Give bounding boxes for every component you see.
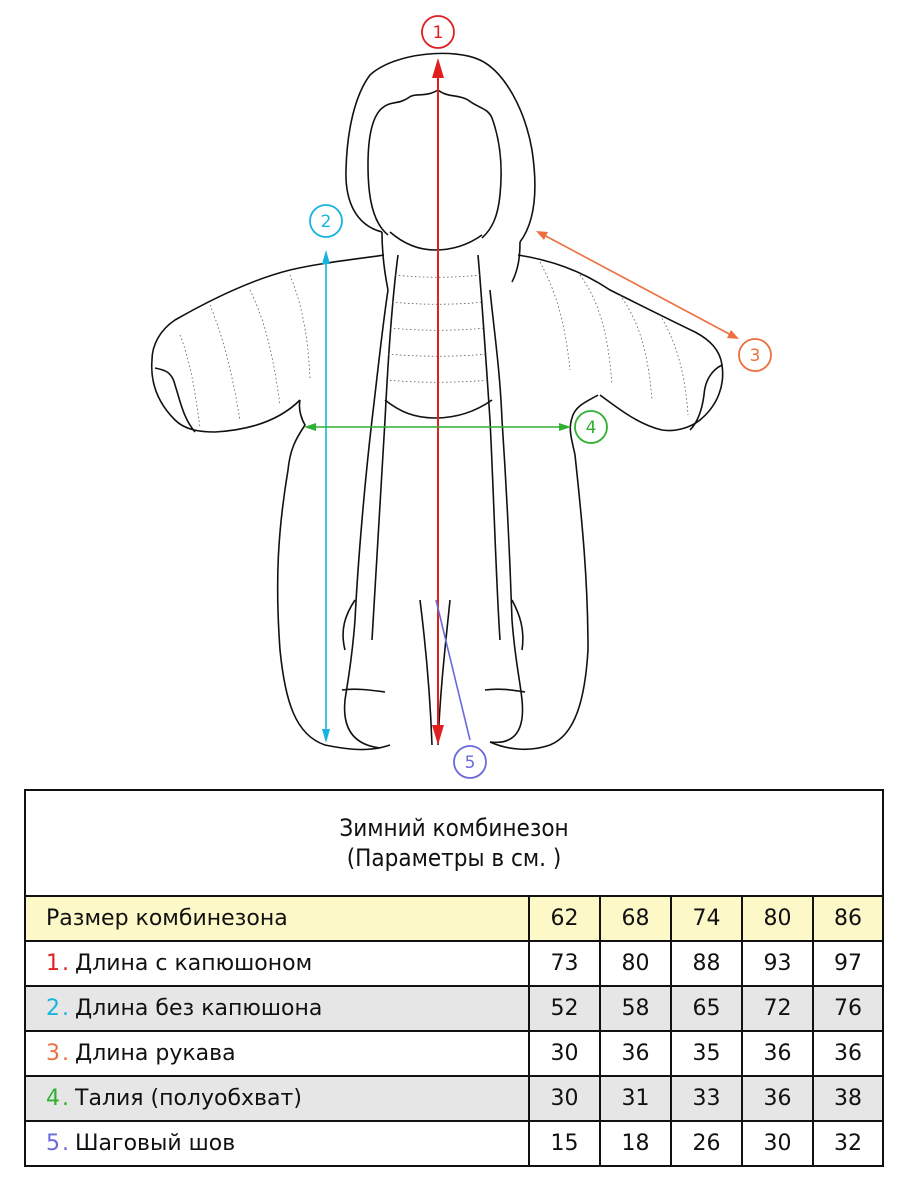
measurement-value: 26 xyxy=(670,1120,743,1167)
measurement-value: 80 xyxy=(599,940,672,987)
measurement-dot: . xyxy=(62,951,69,976)
size-header-label: Размер комбинезона xyxy=(24,895,530,942)
measurement-value: 33 xyxy=(670,1075,743,1122)
table-title: Зимний комбинезон (Параметры в см. ) xyxy=(23,789,885,897)
measurement-value: 35 xyxy=(670,1030,743,1077)
measurement-value: 52 xyxy=(528,985,601,1032)
measurement-number: 2 xyxy=(46,996,60,1021)
measurement-value: 93 xyxy=(741,940,814,987)
measure-line-2 xyxy=(322,250,330,743)
callout-1: 1 xyxy=(421,15,455,49)
measurement-label: 2.Длина без капюшона xyxy=(24,985,530,1032)
size-header-cell: 62 xyxy=(528,895,601,942)
measurement-value: 32 xyxy=(811,1120,885,1167)
measurement-name: Длина рукава xyxy=(75,1041,236,1066)
measurement-value: 65 xyxy=(670,985,743,1032)
measurement-value: 36 xyxy=(741,1075,814,1122)
measurement-value: 30 xyxy=(528,1030,601,1077)
size-header-cell: 74 xyxy=(670,895,743,942)
measurement-value: 30 xyxy=(741,1120,814,1167)
measurement-value: 38 xyxy=(811,1075,885,1122)
measurement-value: 72 xyxy=(741,985,814,1032)
measurement-number: 4 xyxy=(46,1086,60,1111)
callout-number: 1 xyxy=(433,23,444,43)
measurement-value: 15 xyxy=(528,1120,601,1167)
callout-circle xyxy=(574,410,608,444)
measurement-label: 5.Шаговый шов xyxy=(24,1120,530,1167)
measurement-label: 1.Длина с капюшоном xyxy=(24,940,530,987)
measurement-value: 30 xyxy=(528,1075,601,1122)
measurement-dot: . xyxy=(62,1131,69,1156)
measurement-value: 18 xyxy=(599,1120,672,1167)
garment-diagram: 1 2 3 4 5 xyxy=(150,15,772,779)
measurement-name: Шаговый шов xyxy=(75,1131,236,1156)
snowsuit-outline xyxy=(150,52,724,751)
measure-line-4 xyxy=(304,423,571,431)
measure-line-1 xyxy=(432,58,444,745)
measure-line-5 xyxy=(435,599,471,741)
size-header-cell: 86 xyxy=(811,895,885,942)
measurement-value: 36 xyxy=(811,1030,885,1077)
measurement-value: 31 xyxy=(599,1075,672,1122)
callout-circle xyxy=(309,204,343,238)
size-header-cell: 68 xyxy=(599,895,672,942)
callout-4: 4 xyxy=(574,410,608,444)
measurement-number: 1 xyxy=(46,951,60,976)
quilting-lines xyxy=(179,261,689,429)
size-header-row: Размер комбинезона 62 68 74 80 86 xyxy=(24,895,885,942)
callout-circle xyxy=(453,745,487,779)
measurement-dot: . xyxy=(62,996,69,1021)
measurement-name: Талия (полуобхват) xyxy=(75,1086,302,1111)
measurement-name: Длина с капюшоном xyxy=(75,951,313,976)
measurement-value: 36 xyxy=(599,1030,672,1077)
callout-3: 3 xyxy=(738,338,772,372)
size-header-cell: 80 xyxy=(741,895,814,942)
measurement-label: 4.Талия (полуобхват) xyxy=(24,1075,530,1122)
measurement-name: Длина без капюшона xyxy=(75,996,323,1021)
measurement-value: 88 xyxy=(670,940,743,987)
measurement-value: 73 xyxy=(528,940,601,987)
measurement-dot: . xyxy=(62,1041,69,1066)
callout-number: 2 xyxy=(321,212,332,232)
callout-number: 3 xyxy=(750,346,761,366)
table-title-line1: Зимний комбинезон xyxy=(339,814,569,842)
measurement-number: 3 xyxy=(46,1041,60,1066)
measurement-value: 36 xyxy=(741,1030,814,1077)
callout-5: 5 xyxy=(453,745,487,779)
callout-2: 2 xyxy=(309,204,343,238)
measure-line-3 xyxy=(536,231,739,339)
callout-circle xyxy=(421,15,455,49)
size-table: Зимний комбинезон (Параметры в см. ) Раз… xyxy=(23,789,885,1167)
callout-number: 4 xyxy=(586,418,597,438)
table-title-line2: (Параметры в см. ) xyxy=(346,844,562,872)
measurement-number: 5 xyxy=(46,1131,60,1156)
measurement-dot: . xyxy=(62,1086,69,1111)
measurement-label: 3.Длина рукава xyxy=(24,1030,530,1077)
measurement-value: 97 xyxy=(811,940,885,987)
callout-number: 5 xyxy=(465,753,476,773)
measurement-value: 58 xyxy=(599,985,672,1032)
measurement-value: 76 xyxy=(811,985,885,1032)
callout-circle xyxy=(738,338,772,372)
